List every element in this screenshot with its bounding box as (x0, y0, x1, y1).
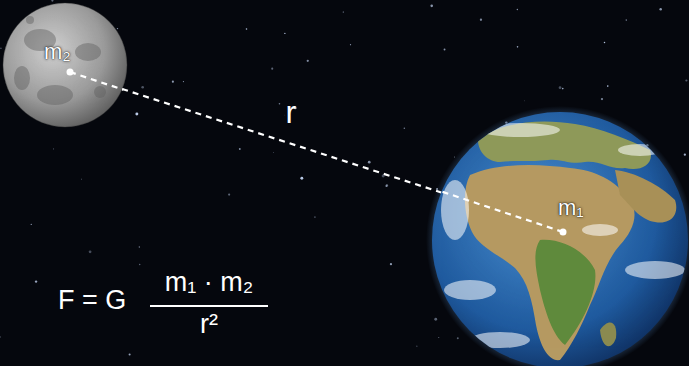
star (430, 5, 433, 8)
star (404, 128, 406, 130)
distance-label: r (286, 95, 297, 130)
star (300, 177, 303, 180)
earth-illustration (426, 106, 689, 366)
star (625, 19, 627, 21)
star (517, 9, 518, 10)
star (434, 318, 437, 321)
star (284, 33, 285, 34)
star (89, 250, 92, 253)
star (0, 336, 1, 337)
star (239, 148, 241, 150)
star (607, 85, 609, 87)
star (135, 113, 138, 116)
star (390, 263, 392, 265)
star (517, 46, 519, 48)
star (444, 49, 446, 51)
star (183, 81, 184, 82)
formula-text: r² (200, 310, 218, 340)
star (604, 42, 605, 43)
mass-label: m₂ (44, 40, 71, 64)
mass-label: m₁ (558, 196, 584, 220)
star (438, 337, 440, 339)
moon-body: m₂ (3, 3, 127, 127)
star (279, 103, 281, 105)
centre-dot (67, 69, 74, 76)
star (368, 161, 371, 164)
star (562, 88, 564, 90)
star (81, 178, 83, 180)
star (343, 11, 344, 12)
star (139, 246, 140, 247)
star (684, 154, 686, 156)
star (141, 86, 144, 89)
centre-dot (560, 229, 567, 236)
star (271, 68, 273, 70)
star (117, 28, 118, 29)
star (51, 0, 53, 2)
star (457, 337, 459, 339)
star (685, 79, 687, 81)
distance-line (122, 89, 441, 193)
earth-body: m₁ (432, 112, 688, 366)
formula-text: m₁ · m₂ (165, 268, 254, 298)
radius-line-inner (442, 192, 563, 232)
star (246, 28, 248, 30)
star (228, 194, 230, 196)
star (386, 184, 388, 186)
star (314, 216, 315, 217)
star (284, 114, 286, 116)
star (601, 98, 603, 100)
moon-illustration (3, 3, 127, 127)
fraction-bar (150, 305, 268, 307)
radius-line-inner (70, 72, 123, 90)
star (559, 86, 562, 89)
star (350, 44, 351, 45)
star (416, 346, 417, 347)
star (307, 60, 309, 62)
star (272, 151, 274, 153)
star (0, 47, 2, 49)
star (480, 19, 482, 21)
centre-marks (67, 69, 567, 236)
star (31, 224, 32, 225)
star (524, 100, 526, 102)
star (139, 264, 140, 265)
star (129, 354, 131, 356)
formula-text: F = G (58, 286, 126, 316)
star (659, 8, 661, 10)
star (172, 81, 174, 83)
star (35, 280, 37, 282)
star (53, 148, 54, 149)
